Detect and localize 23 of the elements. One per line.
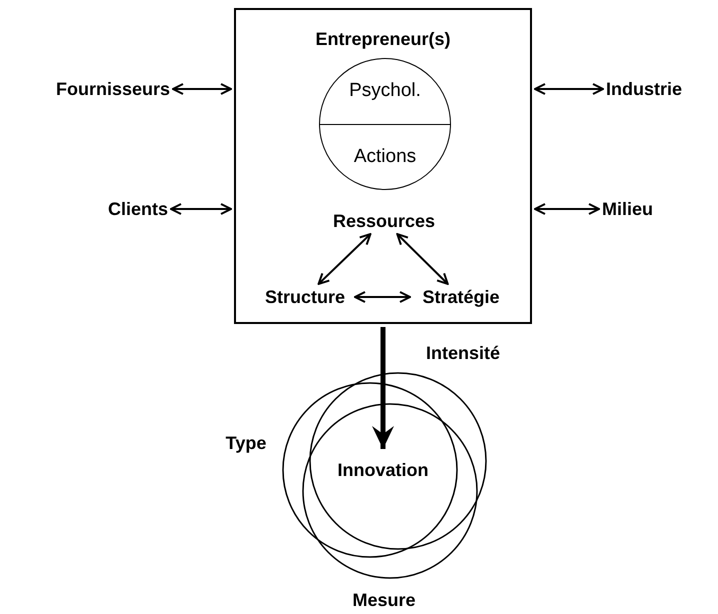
intensity-label: Intensité: [424, 342, 501, 364]
strategy-label: Stratégie: [413, 286, 509, 308]
arrow: [170, 203, 232, 215]
structure-label: Structure: [258, 286, 352, 308]
arrow: [396, 233, 449, 285]
clients-label: Clients: [76, 198, 168, 220]
innovation-label: Innovation: [323, 452, 443, 488]
suppliers-label: Fournisseurs: [6, 78, 170, 100]
environment-label: Milieu: [602, 198, 682, 220]
actions-text: Actions: [354, 144, 416, 168]
measure-label: Mesure: [351, 589, 417, 611]
arrow: [534, 203, 600, 215]
arrow: [354, 291, 411, 303]
entrepreneur-box: [234, 8, 532, 324]
type-label: Type: [224, 432, 268, 454]
arrow: [172, 83, 232, 95]
arrow: [318, 233, 372, 285]
resources-label: Ressources: [330, 210, 438, 232]
arrow: [534, 83, 604, 95]
entrepreneur-heading: Entrepreneur(s): [314, 30, 452, 48]
arrow: [372, 327, 394, 449]
psychology-text: Psychol.: [349, 79, 421, 103]
industry-label: Industrie: [606, 78, 714, 100]
